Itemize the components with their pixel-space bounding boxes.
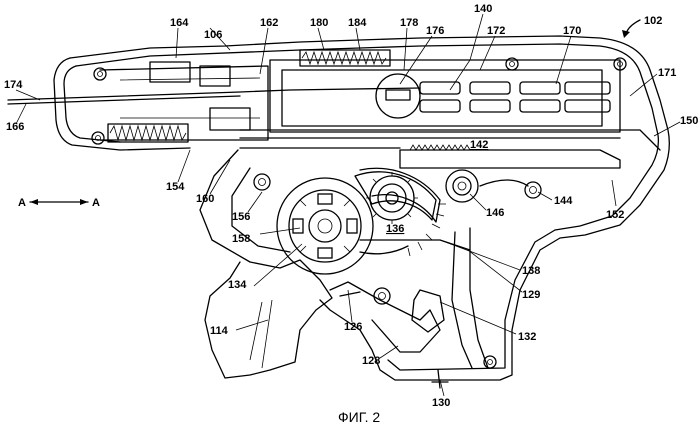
label-178: 178 <box>400 17 418 29</box>
label-126: 126 <box>344 321 362 333</box>
label-134: 134 <box>228 279 247 291</box>
label-102: 102 <box>644 15 662 27</box>
label-152: 152 <box>606 209 624 221</box>
pinion-gear-136 <box>366 172 418 224</box>
label-164: 164 <box>170 17 189 29</box>
label-144: 144 <box>554 195 573 207</box>
spring-left <box>108 124 188 142</box>
label-132: 132 <box>518 331 536 343</box>
label-130: 130 <box>432 397 450 409</box>
section-arrow: A A <box>18 197 100 209</box>
spring-wire-144 <box>480 180 528 186</box>
label-114: 114 <box>210 325 229 337</box>
label-129: 129 <box>522 289 540 301</box>
label-174: 174 <box>4 79 23 91</box>
section-marker-right: A <box>92 197 100 209</box>
label-170: 170 <box>563 25 581 37</box>
label-158: 158 <box>232 233 250 245</box>
section-marker-left: A <box>18 197 26 209</box>
figure-caption: ФИГ. 2 <box>338 409 380 425</box>
label-154: 154 <box>166 181 185 193</box>
trigger-handle-114 <box>200 150 332 378</box>
leader-lines <box>16 14 680 396</box>
label-128: 128 <box>362 355 380 367</box>
label-150: 150 <box>680 115 698 127</box>
ref-arrow-102 <box>622 20 640 38</box>
label-184: 184 <box>348 17 367 29</box>
spring-180 <box>300 50 390 66</box>
label-176: 176 <box>426 25 444 37</box>
label-166: 166 <box>6 121 24 133</box>
label-136: 136 <box>386 223 404 235</box>
label-142: 142 <box>470 139 488 151</box>
reference-labels: 164 106 162 180 184 178 176 140 172 170 … <box>4 3 698 409</box>
sector-gear-138 <box>355 168 446 256</box>
label-180: 180 <box>310 17 328 29</box>
cam-176 <box>376 74 420 118</box>
label-146: 146 <box>486 207 504 219</box>
label-140: 140 <box>474 3 492 15</box>
label-138: 138 <box>522 265 540 277</box>
label-160: 160 <box>196 193 214 205</box>
label-162: 162 <box>260 17 278 29</box>
label-172: 172 <box>487 25 505 37</box>
drum-wheel-158 <box>277 178 373 274</box>
label-156: 156 <box>232 211 250 223</box>
label-171: 171 <box>658 67 676 79</box>
label-106: 106 <box>204 29 222 41</box>
